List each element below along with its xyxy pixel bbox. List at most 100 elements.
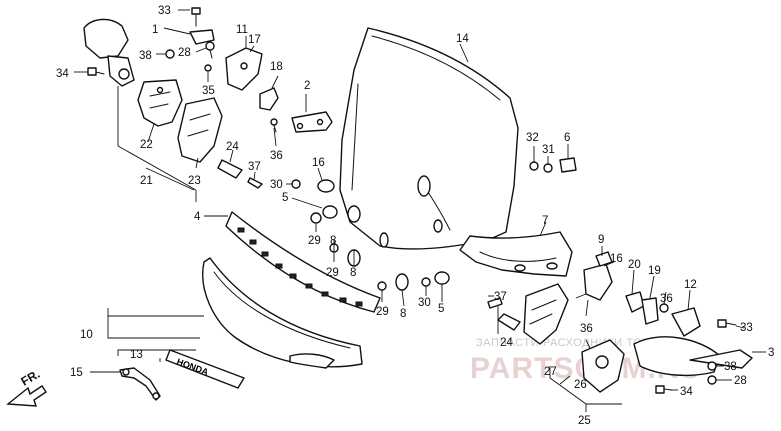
callout-9: 9 <box>598 234 604 246</box>
callout-5-right: 5 <box>438 303 444 315</box>
screw-29-a <box>310 212 322 224</box>
callout-36-right: 36 <box>660 293 673 305</box>
pieces-19-20 <box>625 291 659 325</box>
callout-14: 14 <box>456 33 469 45</box>
callout-21: 21 <box>140 175 153 187</box>
grommet-5-left <box>322 205 338 219</box>
emblem-bracket <box>119 367 161 401</box>
nut-6 <box>559 157 577 173</box>
callout-37-left: 37 <box>248 161 261 173</box>
windscreen <box>339 27 519 250</box>
grommet-36-right <box>659 303 669 313</box>
callout-31: 31 <box>542 144 555 156</box>
callout-34-left: 34 <box>56 68 69 80</box>
callout-13: 13 <box>130 349 143 361</box>
mirror-bracket-left <box>137 79 183 127</box>
screw-36-mid <box>270 118 278 133</box>
callout-33-right: 33 <box>740 322 753 334</box>
washer-31 <box>543 163 553 173</box>
right-mirror-mount <box>581 339 625 393</box>
callout-29-b: 29 <box>326 267 339 279</box>
nut-30-left <box>291 179 301 189</box>
callout-20: 20 <box>628 259 641 271</box>
right-mirror-body <box>633 336 753 377</box>
mirror-bracket-right <box>177 97 223 163</box>
bracket-18 <box>259 87 279 111</box>
screw-29-c <box>377 281 387 291</box>
callout-8-a: 8 <box>330 235 336 247</box>
callout-23: 23 <box>188 175 201 187</box>
trim-strip <box>225 211 381 313</box>
callout-38-right: 38 <box>724 361 737 373</box>
screw-28-top <box>205 41 215 59</box>
bracket-2 <box>291 111 333 133</box>
nut-30-right <box>421 277 431 287</box>
grommet-16-left <box>317 179 335 193</box>
washer-38-top <box>165 49 175 59</box>
callout-3: 3 <box>768 347 774 359</box>
callout-28-right: 28 <box>734 375 747 387</box>
inner-panel <box>459 231 573 277</box>
callout-24-right: 24 <box>500 337 513 349</box>
leader-lines <box>74 9 766 412</box>
callout-19: 19 <box>648 265 661 277</box>
callout-36-mid: 36 <box>270 150 283 162</box>
lower-cowl <box>202 257 363 369</box>
callout-1: 1 <box>152 24 158 36</box>
callout-24-left: 24 <box>226 141 239 153</box>
grommet-8-c <box>395 273 409 291</box>
callout-25: 25 <box>578 415 591 427</box>
callout-8-c: 8 <box>400 308 406 320</box>
bolt-34-left <box>87 67 105 76</box>
front-direction-label: FR. <box>19 367 43 389</box>
grommet-35 <box>204 64 212 72</box>
callout-26: 26 <box>574 379 587 391</box>
callout-17: 17 <box>248 34 261 46</box>
nut-1 <box>189 29 215 45</box>
callout-38-top: 38 <box>139 50 152 62</box>
callout-27: 27 <box>544 366 557 378</box>
callout-18: 18 <box>270 61 283 73</box>
callout-5-left: 5 <box>282 192 288 204</box>
callout-7: 7 <box>542 215 548 227</box>
callout-10: 10 <box>80 329 93 341</box>
callout-12: 12 <box>684 279 697 291</box>
callout-32: 32 <box>526 132 539 144</box>
callout-35: 35 <box>202 85 215 97</box>
bolt-33-top <box>191 7 201 27</box>
callout-15: 15 <box>70 367 83 379</box>
callout-11: 11 <box>236 24 248 36</box>
grommet-5-right <box>434 271 450 285</box>
callout-labels: 33 1 38 28 34 11 17 18 2 35 36 24 37 22 … <box>56 5 774 427</box>
callout-29-c: 29 <box>376 306 389 318</box>
bolt-34-right <box>655 385 673 394</box>
screw-32 <box>529 161 539 171</box>
bolt-33-right <box>717 319 737 328</box>
callout-36-lower: 36 <box>580 323 593 335</box>
callout-4: 4 <box>194 211 201 223</box>
front-direction-arrow: FR. <box>6 367 47 407</box>
callout-28-top: 28 <box>178 47 191 59</box>
callout-30-right: 30 <box>418 297 431 309</box>
callout-34-right: 34 <box>680 386 693 398</box>
screw-28-right <box>707 375 717 385</box>
clip-set-left <box>217 159 263 189</box>
callout-33-top: 33 <box>158 5 171 17</box>
grommet-8-a <box>347 205 361 223</box>
bracket-12 <box>671 307 701 337</box>
watermark-caption: ЗАПЧАСТИ РАСХОДНИКИ ТОВАРЫ <box>476 337 676 349</box>
callout-29-a: 29 <box>308 235 321 247</box>
bracket-9-16 <box>583 251 613 301</box>
honda-emblem: HONDA <box>165 349 245 389</box>
upper-bracket-17 <box>225 47 263 91</box>
washer-38-right <box>707 361 717 371</box>
clip-set-right <box>487 297 521 331</box>
callout-30-left: 30 <box>270 179 283 191</box>
callout-16-left: 16 <box>312 157 325 169</box>
mirror-assembly <box>83 18 135 87</box>
callout-6: 6 <box>564 132 570 144</box>
callout-22: 22 <box>140 139 153 151</box>
callout-16-right: 16 <box>610 253 623 265</box>
